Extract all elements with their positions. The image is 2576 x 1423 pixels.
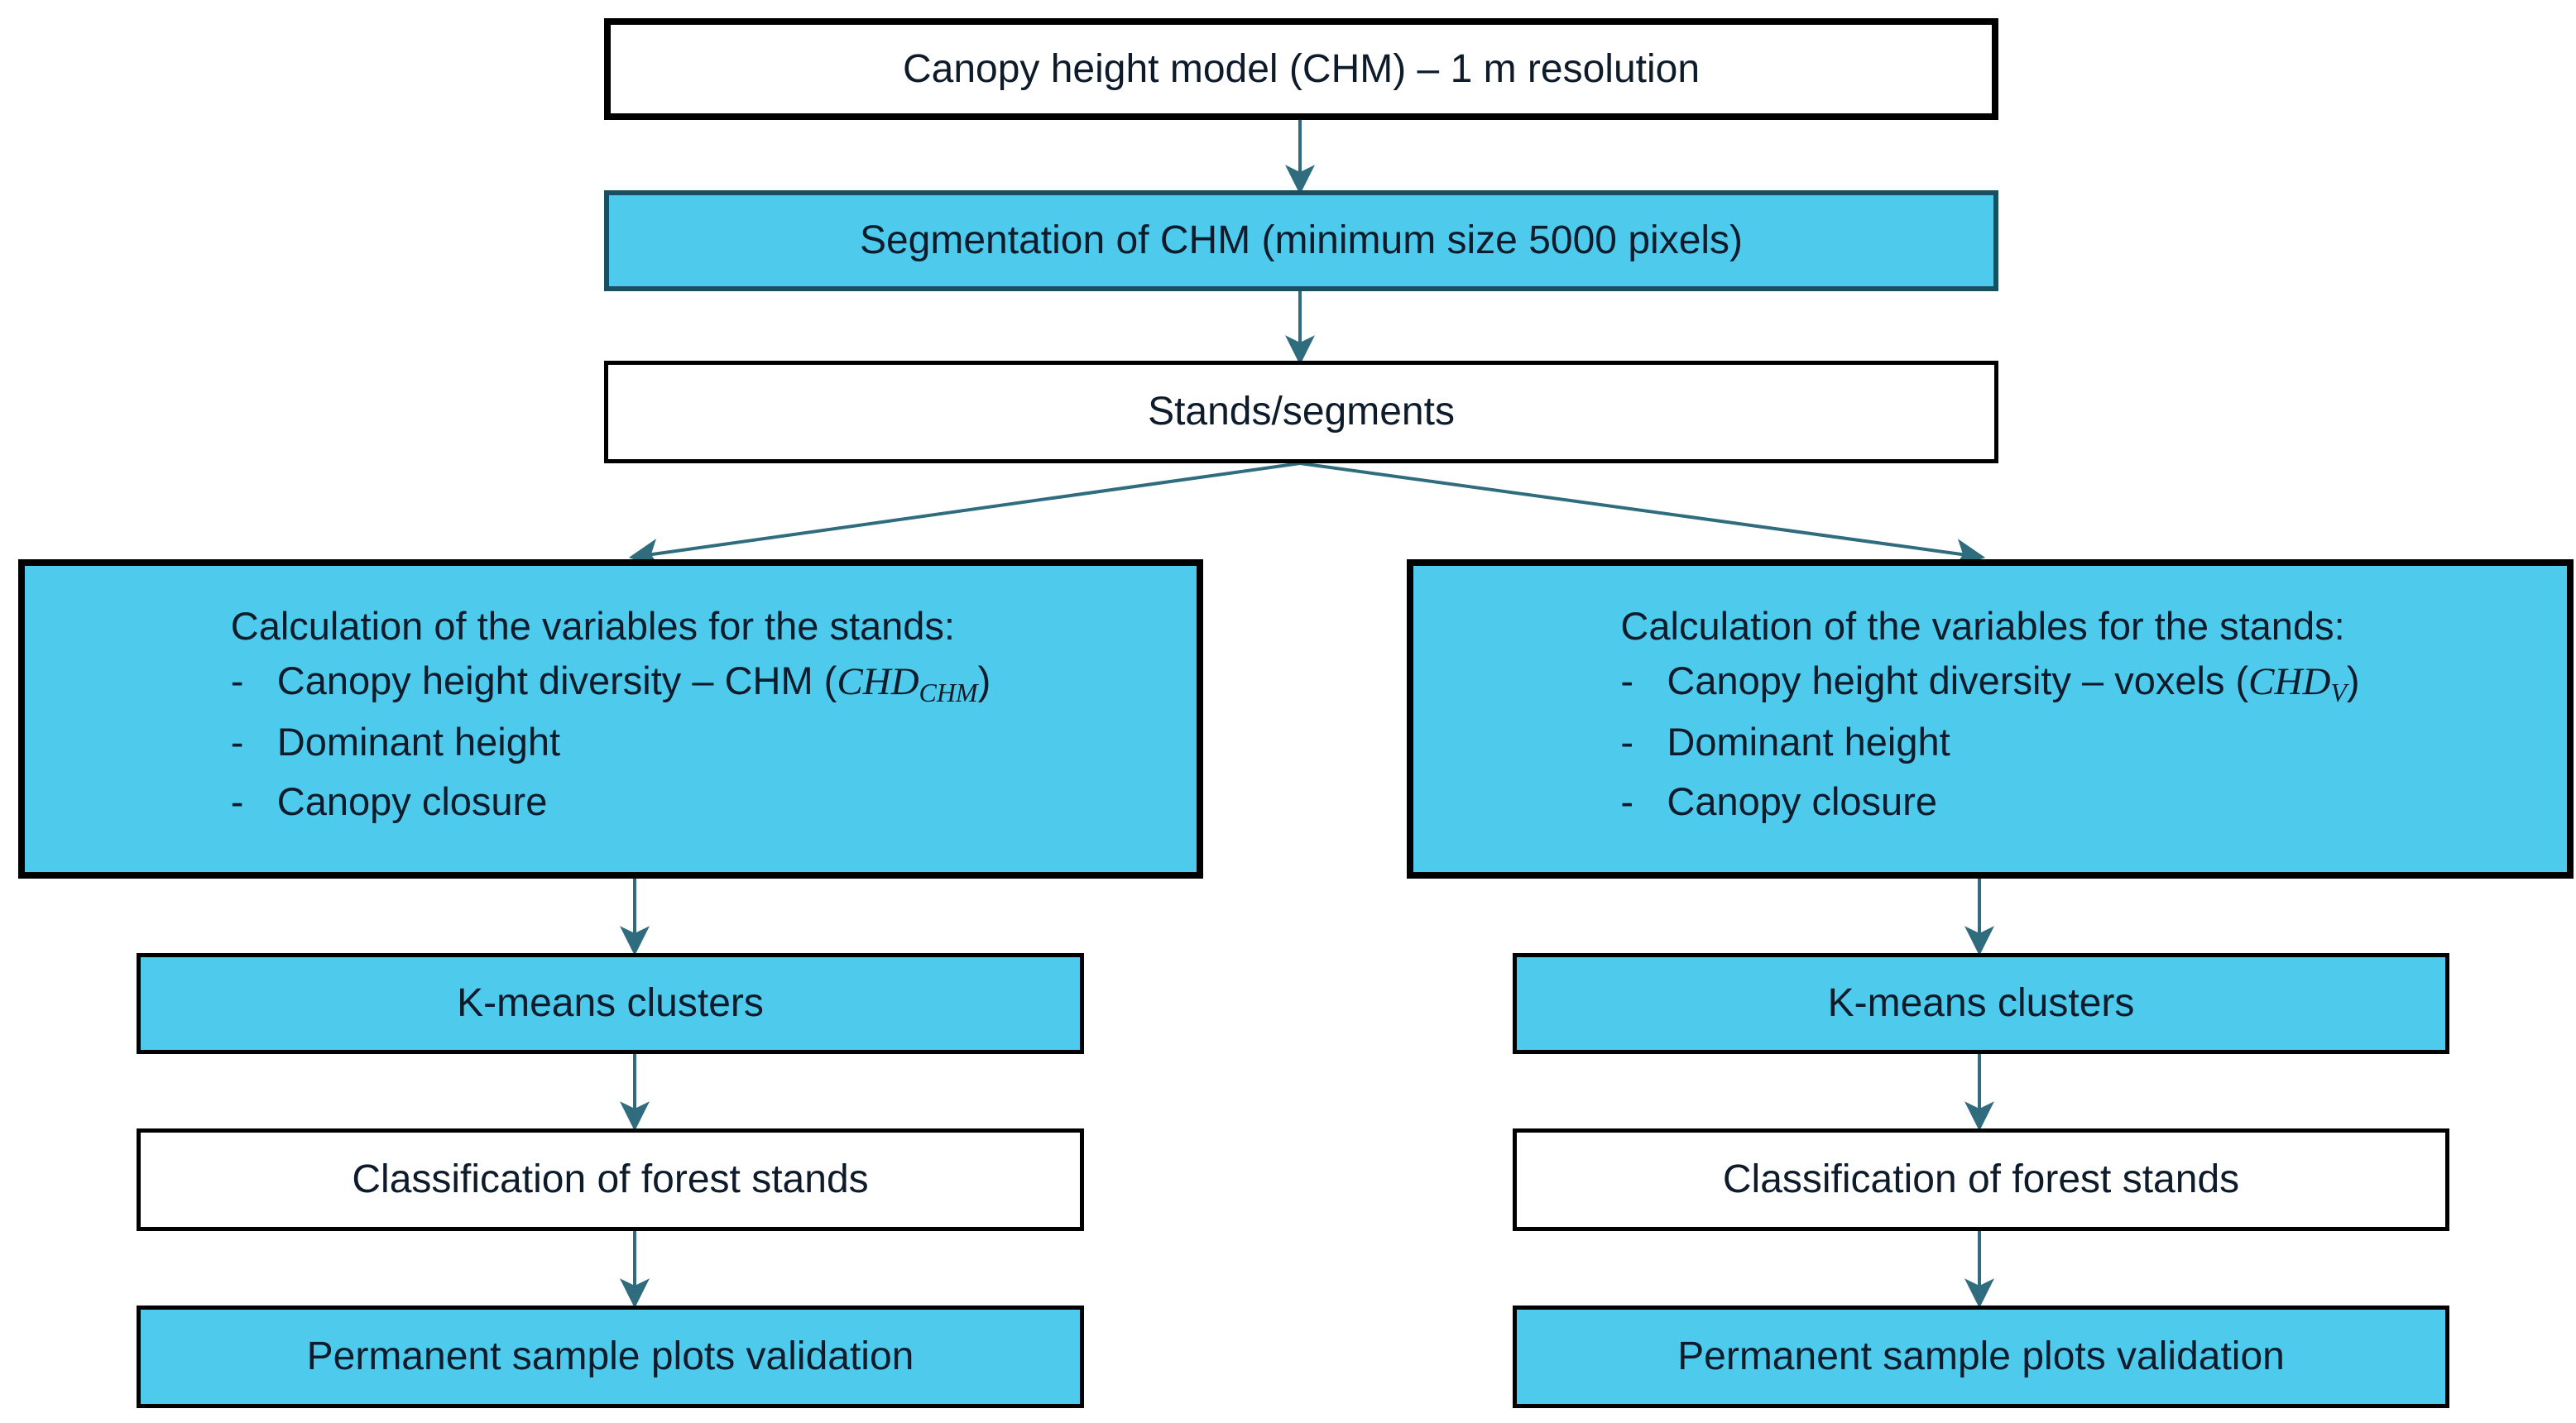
list-item: - Canopy height diversity – voxels (CHDV…: [1620, 659, 2360, 707]
node-right-kmeans-clusters[interactable]: K-means clusters: [1513, 953, 2449, 1054]
node-left-classification[interactable]: Classification of forest stands: [137, 1128, 1084, 1231]
node-segmentation-of-chm-label: Segmentation of CHM (minimum size 5000 p…: [859, 218, 1744, 263]
node-left-validation[interactable]: Permanent sample plots validation: [137, 1306, 1084, 1408]
list-item: - Canopy closure: [1620, 779, 2359, 824]
edge-stands-to-right-vars: [1299, 462, 1986, 568]
bullet-dash: -: [230, 659, 244, 703]
node-right-variables[interactable]: Calculation of the variables for the sta…: [1407, 559, 2574, 879]
node-canopy-height-model-label: Canopy height model (CHM) – 1 m resoluti…: [902, 46, 1701, 91]
node-canopy-height-model[interactable]: Canopy height model (CHM) – 1 m resoluti…: [604, 18, 1998, 120]
bullet-dash: -: [1620, 779, 1634, 823]
bullet-dash: -: [230, 719, 244, 764]
right-variables-list: - Canopy height diversity – voxels (CHDV…: [1620, 659, 2359, 823]
right-variables-content: Calculation of the variables for the sta…: [1595, 582, 2384, 855]
right-variables-heading: Calculation of the variables for the sta…: [1620, 604, 2345, 649]
node-right-validation-label: Permanent sample plots validation: [1677, 1334, 2285, 1379]
list-item-text: Canopy closure: [1667, 779, 1937, 823]
node-left-kmeans-clusters[interactable]: K-means clusters: [137, 953, 1084, 1054]
node-right-kmeans-clusters-label: K-means clusters: [1827, 981, 2135, 1026]
edge-stands-to-left-vars: [628, 462, 1301, 568]
left-variables-heading: Calculation of the variables for the sta…: [230, 604, 955, 649]
list-item-text: Canopy height diversity – CHM (CHDCHM): [276, 659, 991, 707]
list-item-text: Dominant height: [1667, 719, 1950, 764]
list-item: - Dominant height: [231, 720, 991, 764]
formula-chd-chm: CHDCHM: [837, 660, 978, 707]
left-variables-content: Calculation of the variables for the sta…: [206, 582, 1015, 855]
node-right-classification-label: Classification of forest stands: [1722, 1157, 2240, 1202]
bullet-dash: -: [1620, 719, 1634, 764]
node-left-kmeans-clusters-label: K-means clusters: [457, 981, 764, 1026]
bullet-dash: -: [230, 779, 244, 823]
node-right-validation[interactable]: Permanent sample plots validation: [1513, 1306, 2449, 1408]
node-left-variables[interactable]: Calculation of the variables for the sta…: [18, 559, 1203, 879]
list-item-text: Dominant height: [276, 719, 561, 764]
list-item-text: Canopy closure: [276, 779, 548, 823]
list-item: - Dominant height: [1620, 720, 2359, 764]
formula-chd-v: CHDV: [2248, 660, 2347, 707]
list-item-text: Canopy height diversity – voxels (CHDV): [1667, 659, 2360, 707]
list-item: - Canopy closure: [231, 779, 991, 824]
node-left-classification-label: Classification of forest stands: [352, 1157, 869, 1202]
node-segmentation-of-chm[interactable]: Segmentation of CHM (minimum size 5000 p…: [604, 190, 1998, 291]
node-stands-segments-label: Stands/segments: [1148, 390, 1455, 434]
bullet-dash: -: [1620, 659, 1634, 703]
list-item: - Canopy height diversity – CHM (CHDCHM): [230, 659, 991, 707]
left-variables-list: - Canopy height diversity – CHM (CHDCHM)…: [231, 659, 991, 823]
node-left-validation-label: Permanent sample plots validation: [306, 1334, 914, 1379]
node-stands-segments[interactable]: Stands/segments: [604, 361, 1998, 463]
node-right-classification[interactable]: Classification of forest stands: [1513, 1128, 2449, 1231]
